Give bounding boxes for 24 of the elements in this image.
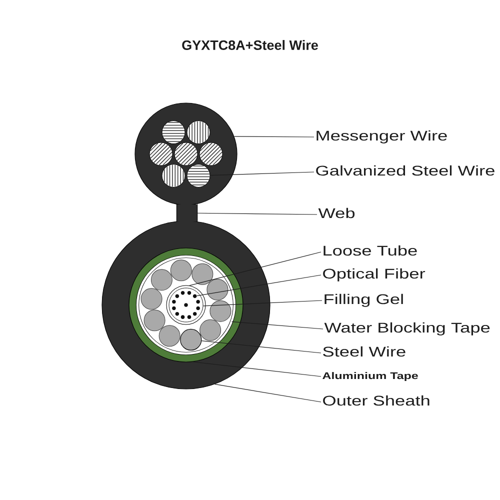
- leader-line: [210, 172, 314, 176]
- leader-line: [189, 252, 322, 286]
- title: GYXTC8A+Steel Wire: [182, 40, 318, 50]
- leader-line: [231, 321, 324, 330]
- part-label: Outer Sheath: [323, 395, 430, 406]
- part-label: Loose Tube: [324, 245, 417, 256]
- steel-wire: [180, 328, 202, 350]
- leader-line: [214, 384, 322, 402]
- leader-line: [234, 136, 314, 138]
- web: [176, 204, 198, 222]
- leader-line: [192, 362, 322, 377]
- hatched-wire: [186, 164, 210, 188]
- leader-line: [202, 300, 322, 306]
- leader-line: [201, 340, 322, 354]
- part-label: Optical Fiber: [323, 268, 426, 282]
- part-label: Web: [318, 208, 355, 218]
- part-label: Filling Gel: [324, 294, 403, 307]
- part-label: Messenger Wire: [316, 130, 447, 144]
- part-label: Galvanized Steel Wire: [316, 165, 494, 176]
- leader-line: [196, 274, 322, 296]
- part-label: Water Blocking Tape: [324, 322, 490, 336]
- part-label: Aluminium Tape: [322, 372, 418, 381]
- part-label: Steel Wire: [323, 346, 406, 357]
- leader-line: [197, 212, 318, 215]
